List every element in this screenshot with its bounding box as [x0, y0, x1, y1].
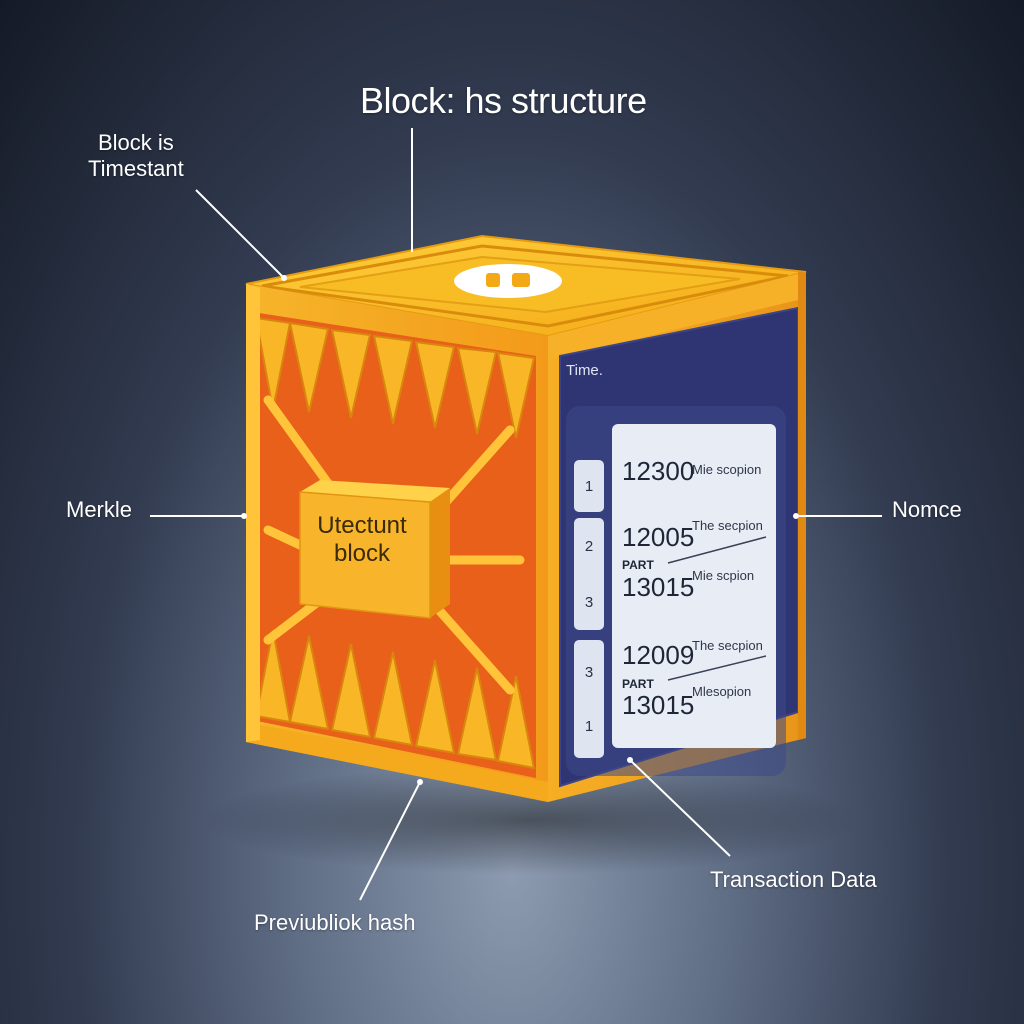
tx-part-label: PART [622, 677, 654, 691]
prev-hash-callout: Previubliok hash [254, 910, 416, 935]
row-number: 3 [584, 594, 594, 611]
center-block-label-line2: block [333, 540, 391, 567]
row-number: 1 [584, 718, 594, 735]
tx-value: 12009 [622, 640, 695, 670]
tx-value: 13015 [622, 690, 695, 720]
tx-description: The secpion [692, 638, 763, 653]
row-tab-3 [574, 640, 604, 758]
tx-value: 12300 [622, 456, 695, 486]
tx-card-2-divider [667, 536, 767, 564]
block-teeth-top [254, 316, 536, 439]
block-front-face [246, 284, 548, 802]
merkle-callout: Merkle [66, 497, 133, 522]
block-side-face [548, 272, 806, 802]
row-number: 3 [584, 664, 594, 681]
row-tab-1 [574, 460, 604, 512]
center-block-label-line1: Utectunt [317, 512, 407, 539]
tx-part-label: PART [622, 558, 654, 572]
bitcoin-logo-icon [454, 264, 562, 298]
prev-hash-leader [359, 781, 421, 901]
transaction-data-callout: Transaction Data [710, 867, 877, 892]
center-block-label: Utectunt block [300, 512, 424, 568]
tx-value: 12005 [622, 522, 695, 552]
timestamp-leader [195, 189, 285, 279]
tx-card-3 [612, 602, 776, 748]
timestamp-callout: Block is Timestant [88, 130, 184, 182]
block-teeth-bottom [254, 629, 536, 770]
tx-data-leader [629, 759, 731, 857]
callout-dots [241, 275, 799, 785]
callout-lines [150, 128, 882, 901]
timestamp-callout-line2: Timestant [88, 156, 184, 181]
block-top-face [245, 234, 807, 338]
tx-description: Mie scpion [692, 568, 755, 583]
tx-card-3-divider [667, 655, 767, 681]
timestamp-callout-line1: Block is [97, 130, 174, 155]
row-tab-2 [574, 518, 604, 630]
panel-time-label: Time. [566, 362, 603, 379]
tx-card-1 [612, 424, 776, 498]
nonce-callout: Nomce [892, 497, 962, 522]
tx-card-2 [612, 486, 776, 620]
block-shadow [200, 765, 860, 875]
tx-description: Mlesopion [692, 684, 752, 699]
center-block [299, 480, 450, 619]
row-number: 1 [584, 478, 594, 495]
tx-description: Mie scopion [692, 462, 762, 477]
row-number: 2 [584, 538, 594, 555]
diagram-title: Block: hs structure [360, 80, 647, 121]
tx-value: 13015 [622, 572, 695, 602]
tx-description: The secpion [692, 518, 763, 533]
